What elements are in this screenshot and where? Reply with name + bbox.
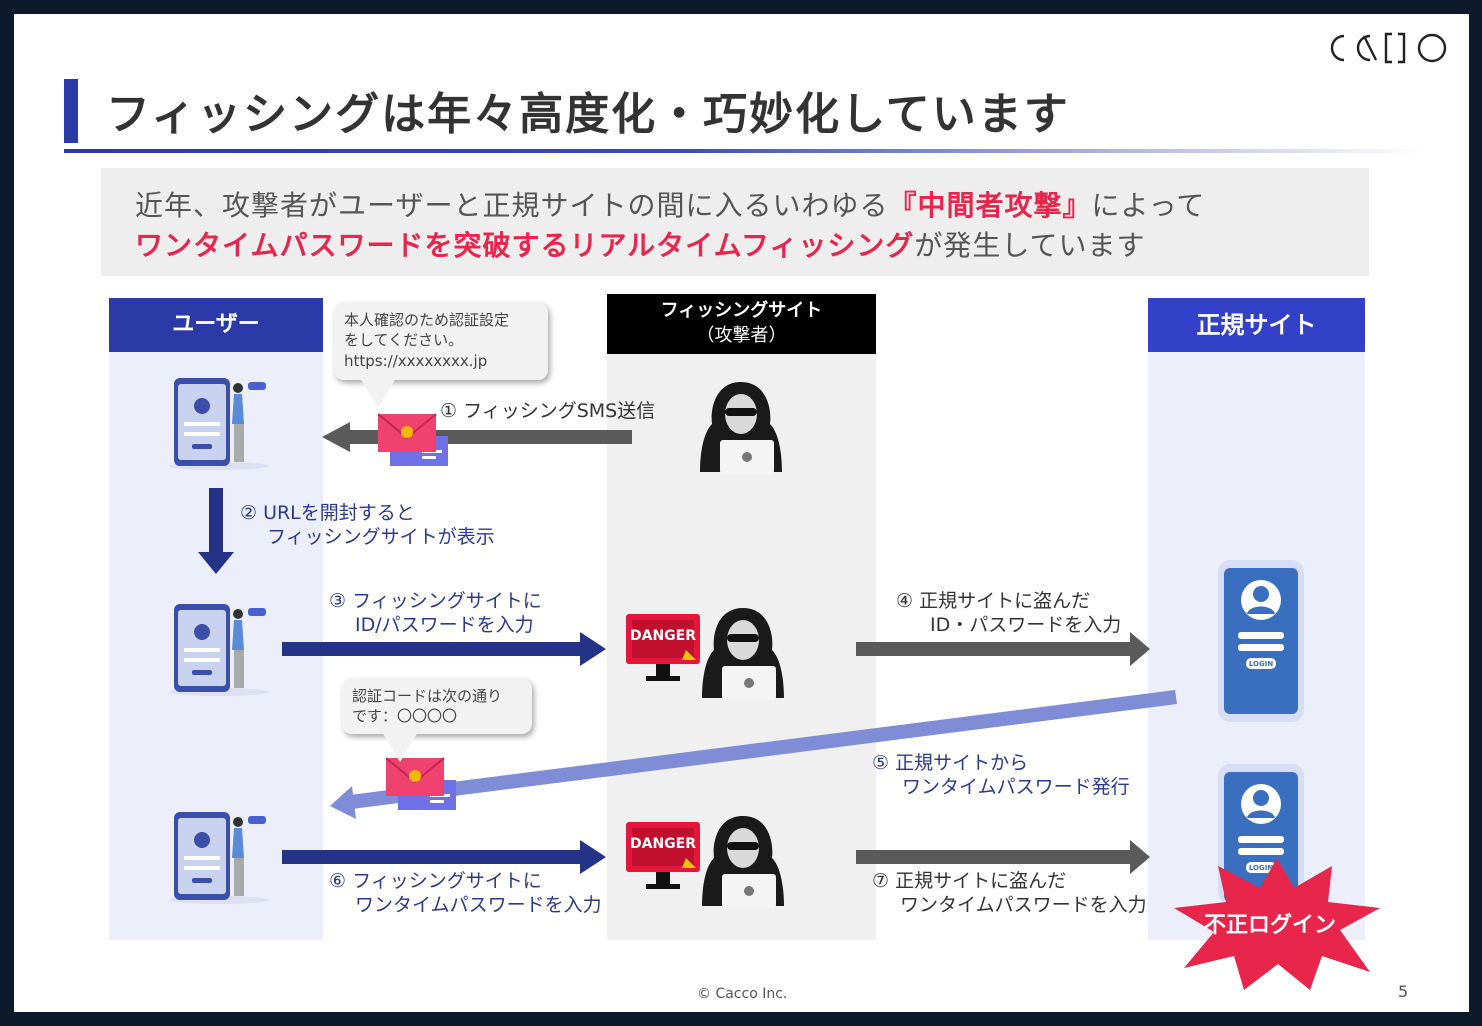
intro-text-1b: によって [1091,189,1206,222]
arrow-step5 [330,690,1177,819]
sms-envelope-icon-2 [386,757,456,810]
intro-highlight-realtime: ワンタイムパスワードを突破するリアルタイムフィッシング [135,229,915,262]
slide: フィッシングは年々高度化・巧妙化しています 近年、攻撃者がユーザーと正規サイトの… [14,14,1469,1012]
step5-line1: ⑤ 正規サイトから [872,752,1029,774]
step7-line2: ワンタイムパスワードを入力 [900,893,1147,916]
arrow-step7 [856,840,1150,874]
arrow-step3 [282,632,606,666]
hacker-icon-1 [700,382,782,474]
arrow-step1 [322,422,632,452]
page-title: フィッシングは年々高度化・巧妙化しています [106,89,1070,140]
sms-envelope-icon-1 [378,413,448,466]
step3-label: ③ フィッシングサイトに ID/パスワードを入力 [329,590,542,638]
step7-line1: ⑦ 正規サイトに盗んだ [872,870,1067,892]
intro-highlight-mitm: 『中間者攻撃』 [888,189,1092,222]
login-button-label-1: LOGIN [1248,660,1274,668]
phishing-column-header: フィッシングサイト （攻撃者） [607,294,876,354]
cacco-logo [1326,28,1450,77]
step3-line1: ③ フィッシングサイトに [329,590,542,612]
phishing-header-line2: （攻撃者） [696,325,787,346]
step2-line2: フィッシングサイトが表示 [267,525,495,548]
danger-monitor-icon-1 [626,608,784,700]
login-button-label-2: LOGIN [1248,864,1274,872]
arrows-layer [198,422,1177,874]
step5-line2: ワンタイムパスワード発行 [902,775,1130,798]
user-phone-icon-2 [169,604,269,696]
intro-line-1: 近年、攻撃者がユーザーと正規サイトの間に入るいわゆる『中間者攻撃』によって [135,184,1205,224]
user-phone-icon-3 [169,812,269,904]
step6-label: ⑥ フィッシングサイトに ワンタイムパスワードを入力 [329,870,602,918]
arrow-step6 [282,840,606,874]
code-bubble-line-1: 認証コードは次の通り [352,687,503,705]
step3-line2: ID/パスワードを入力 [355,613,534,636]
step6-line2: ワンタイムパスワードを入力 [355,893,602,916]
intro-line-2: ワンタイムパスワードを突破するリアルタイムフィッシングが発生しています [135,224,1146,264]
legit-login-phone-1 [1218,560,1304,722]
step4-label: ④ 正規サイトに盗んだ ID・パスワードを入力 [896,590,1121,638]
title-accent-bar [64,79,78,143]
danger-label-2: DANGER [629,836,696,852]
user-phone-icon-1 [169,378,269,470]
step5-label: ⑤ 正規サイトから ワンタイムパスワード発行 [872,752,1130,800]
sms-message-bubble: 本人確認のため認証設定 をしてください。 https://xxxxxxxx.jp [334,302,548,380]
cacco-logo-mark [1330,32,1447,64]
intro-box: 近年、攻撃者がユーザーと正規サイトの間に入るいわゆる『中間者攻撃』によって ワン… [101,168,1369,276]
intro-text-2b: が発生しています [914,229,1146,262]
arrow-step2 [198,488,234,574]
step2-line1: ② URLを開封すると [240,502,415,524]
code-bubble-tail [382,732,418,762]
sms-bubble-tail [360,378,396,408]
intro-text-1a: 近年、攻撃者がユーザーと正規サイトの間に入るいわゆる [135,189,889,222]
danger-label-1: DANGER [629,628,696,644]
unauthorized-login-label: 不正ログイン [1203,913,1336,938]
danger-monitor-icon-2 [626,816,784,908]
code-bubble-line-2: です：〇〇〇〇 [352,707,458,726]
legit-column-header: 正規サイト [1148,298,1365,352]
user-column-header: ユーザー [109,298,323,352]
unauthorized-burst [1174,858,1380,990]
phishing-header-line1: フィッシングサイト [660,300,823,321]
step6-line1: ⑥ フィッシングサイトに [329,870,542,892]
sms-bubble-line-2: をしてください。 [344,331,464,350]
sms-bubble-line-3: https://xxxxxxxx.jp [344,351,488,370]
step4-line2: ID・パスワードを入力 [930,613,1122,636]
step4-line1: ④ 正規サイトに盗んだ [896,590,1091,612]
step7-label: ⑦ 正規サイトに盗んだ ワンタイムパスワードを入力 [872,870,1147,918]
sms-bubble-line-1: 本人確認のため認証設定 [344,311,510,329]
arrow-step4 [856,632,1150,666]
step2-label: ② URLを開封すると フィッシングサイトが表示 [240,502,495,550]
title-underline [64,149,1424,153]
page-number: 5 [1398,982,1409,1001]
step1-label: ① フィッシングSMS送信 [440,400,656,422]
copyright-footer: © Cacco Inc. [697,986,788,1002]
code-message-bubble: 認証コードは次の通り です：〇〇〇〇 [342,678,532,734]
